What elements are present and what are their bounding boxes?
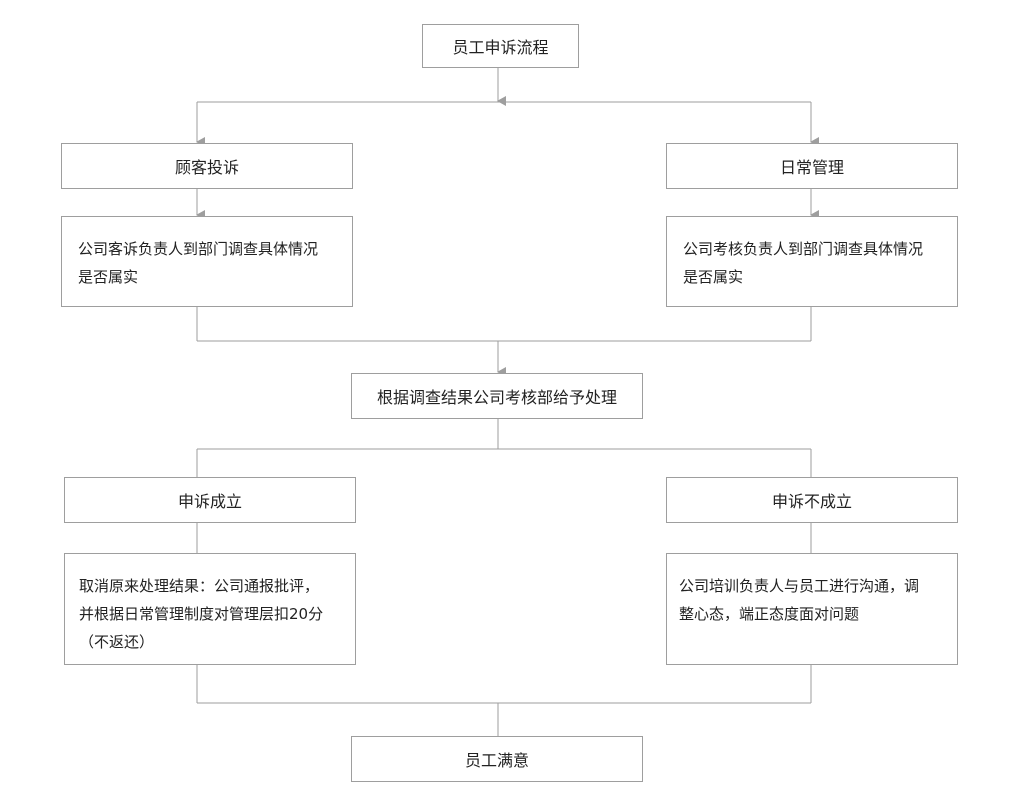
rejected-action-line-2: 整心态，端正态度面对问题 — [679, 605, 860, 623]
upheld-action-line-1: 取消原来处理结果：公司通报批评， — [79, 577, 320, 595]
complaint-investigation-line-2: 是否属实 — [78, 268, 139, 286]
daily-investigation-line-2: 是否属实 — [683, 268, 744, 286]
final-box: 员工满意 — [351, 736, 643, 782]
upheld-action-line-2: 并根据日常管理制度对管理层扣20分 — [79, 605, 324, 623]
complaint-label: 顾客投诉 — [174, 158, 239, 177]
upheld-action-line-3: （不返还） — [79, 633, 155, 651]
process-box: 根据调查结果公司考核部给予处理 — [351, 373, 643, 419]
daily-investigation-line-1: 公司考核负责人到部门调查具体情况 — [683, 240, 924, 258]
appeal-upheld-label: 申诉成立 — [177, 492, 242, 511]
rejected-action-line-1: 公司培训负责人与员工进行沟通，调 — [679, 577, 920, 595]
appeal-rejected-label: 申诉不成立 — [771, 492, 852, 511]
final-label: 员工满意 — [464, 751, 529, 770]
appeal-rejected-box: 申诉不成立 — [666, 477, 958, 523]
complaint-investigation-line-1: 公司客诉负责人到部门调查具体情况 — [78, 240, 319, 258]
daily-investigation-box: 公司考核负责人到部门调查具体情况 是否属实 — [666, 216, 958, 307]
complaint-box: 顾客投诉 — [61, 143, 353, 189]
upheld-action-box: 取消原来处理结果：公司通报批评， 并根据日常管理制度对管理层扣20分 （不返还） — [64, 553, 356, 665]
title-label: 员工申诉流程 — [452, 38, 549, 57]
rejected-action-box: 公司培训负责人与员工进行沟通，调 整心态，端正态度面对问题 — [666, 553, 958, 665]
title-box: 员工申诉流程 — [422, 24, 579, 68]
daily-management-label: 日常管理 — [779, 158, 844, 177]
complaint-investigation-box: 公司客诉负责人到部门调查具体情况 是否属实 — [61, 216, 353, 307]
process-label: 根据调查结果公司考核部给予处理 — [376, 388, 617, 407]
daily-management-box: 日常管理 — [666, 143, 958, 189]
appeal-upheld-box: 申诉成立 — [64, 477, 356, 523]
